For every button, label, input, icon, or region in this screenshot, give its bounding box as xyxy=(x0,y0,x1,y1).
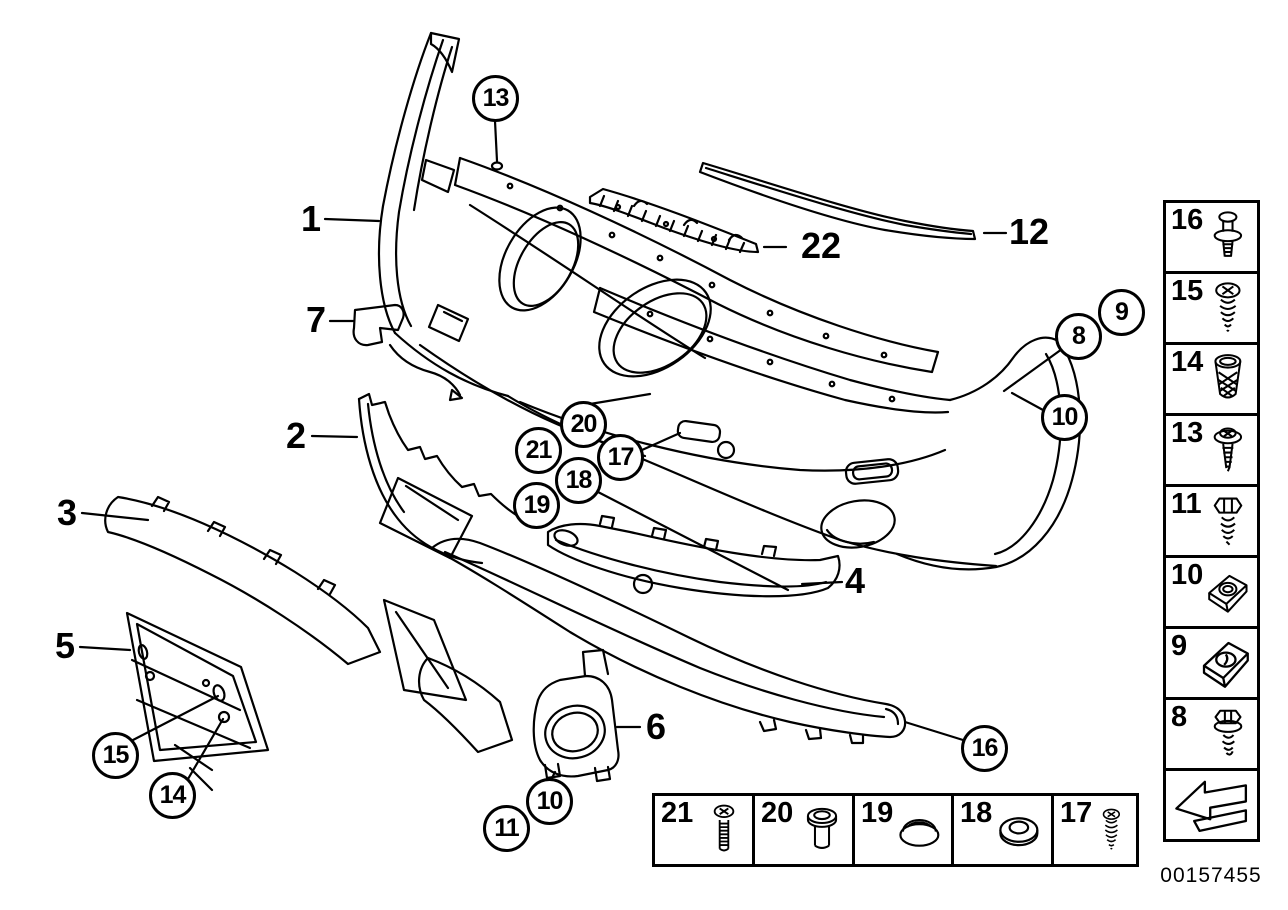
direction-arrow-icon xyxy=(1174,780,1247,833)
strip-item-21[interactable]: 21 xyxy=(652,793,755,867)
part-label-22[interactable]: 22 xyxy=(800,225,842,266)
part-label-4[interactable]: 4 xyxy=(844,560,866,601)
part-label-7[interactable]: 7 xyxy=(305,299,327,340)
part-label-12[interactable]: 12 xyxy=(1008,211,1050,252)
machine-screw-icon xyxy=(713,804,735,852)
part-2-lower-trim-drawing xyxy=(357,392,529,565)
part-5-license-plate-base-drawing xyxy=(125,611,270,792)
callout-17[interactable]: 17 xyxy=(597,434,644,481)
legend-number: 8 xyxy=(1171,701,1188,733)
legend-number: 14 xyxy=(1171,346,1204,378)
legend-item-15[interactable]: 15 xyxy=(1163,271,1260,345)
callout-10-right[interactable]: 10 xyxy=(1041,394,1088,441)
legend-number: 9 xyxy=(1171,630,1188,662)
expanding-nut-icon xyxy=(1214,354,1242,399)
strip-number: 21 xyxy=(661,797,694,829)
part-7-bracket-drawing xyxy=(352,303,464,402)
legend-item-16[interactable]: 16 xyxy=(1163,200,1260,274)
leader-lines xyxy=(78,119,1064,782)
part-22-mounting-rail-drawing xyxy=(588,187,760,254)
legend-number: 13 xyxy=(1171,417,1204,449)
part-label-1[interactable]: 1 xyxy=(300,198,322,239)
spacer-sleeve-icon xyxy=(806,807,838,849)
callout-13[interactable]: 13 xyxy=(472,75,519,122)
fastener-legend: 16 15 14 13 xyxy=(1163,200,1260,842)
screw-with-washer-icon xyxy=(1213,427,1243,472)
strip-item-19[interactable]: 19 xyxy=(852,793,954,867)
part-label-5[interactable]: 5 xyxy=(54,625,76,666)
part-6-fog-light-trim-drawing xyxy=(532,648,620,783)
part-label-2[interactable]: 2 xyxy=(285,415,307,456)
document-number: 00157455 xyxy=(1160,864,1262,887)
legend-item-9[interactable]: 9 xyxy=(1163,626,1260,700)
washer-icon xyxy=(999,817,1039,847)
legend-item-8[interactable]: 8 xyxy=(1163,697,1260,771)
direction-arrow-cell xyxy=(1163,768,1260,842)
strip-number: 17 xyxy=(1060,797,1093,829)
hex-head-screw-icon xyxy=(1213,497,1243,546)
legend-item-13[interactable]: 13 xyxy=(1163,413,1260,487)
part-label-3[interactable]: 3 xyxy=(56,492,78,533)
callout-10-bottom[interactable]: 10 xyxy=(526,778,573,825)
legend-number: 16 xyxy=(1171,204,1204,236)
clip-nut-icon xyxy=(1208,574,1248,613)
strip-item-20[interactable]: 20 xyxy=(752,793,855,867)
legend-item-10[interactable]: 10 xyxy=(1163,555,1260,629)
callout-21[interactable]: 21 xyxy=(515,427,562,474)
callout-14[interactable]: 14 xyxy=(149,772,196,819)
legend-item-11[interactable]: 11 xyxy=(1163,484,1260,558)
strip-number: 20 xyxy=(761,797,794,829)
legend-number: 11 xyxy=(1171,488,1202,520)
strip-item-17[interactable]: 17 xyxy=(1051,793,1139,867)
tapping-screw-icon xyxy=(1102,808,1121,850)
callout-9[interactable]: 9 xyxy=(1098,289,1145,336)
legend-number: 15 xyxy=(1171,275,1204,307)
callout-15[interactable]: 15 xyxy=(92,732,139,779)
strip-number: 18 xyxy=(960,797,993,829)
fastener-strip: 21 20 19 18 xyxy=(652,793,1139,867)
cover-cap-icon xyxy=(899,819,940,847)
speed-nut-icon xyxy=(1202,641,1249,688)
expansion-rivet-icon xyxy=(1213,211,1243,257)
callout-19[interactable]: 19 xyxy=(513,482,560,529)
callout-18[interactable]: 18 xyxy=(555,457,602,504)
part-label-6[interactable]: 6 xyxy=(645,706,667,747)
callout-16[interactable]: 16 xyxy=(961,725,1008,772)
strip-item-18[interactable]: 18 xyxy=(951,793,1054,867)
callout-11-bottom[interactable]: 11 xyxy=(483,805,530,852)
callout-8[interactable]: 8 xyxy=(1055,313,1102,360)
flange-hex-screw-icon xyxy=(1213,709,1243,756)
callout-20[interactable]: 20 xyxy=(560,401,607,448)
strip-number: 19 xyxy=(861,797,894,829)
part-4-bumper-strip-drawing xyxy=(546,514,841,598)
legend-item-14[interactable]: 14 xyxy=(1163,342,1260,416)
part-12-trim-strip-drawing xyxy=(698,161,977,241)
legend-number: 10 xyxy=(1171,559,1204,591)
pan-head-screw-icon xyxy=(1215,282,1241,332)
part-3-mesh-grille-drawing xyxy=(104,495,514,754)
